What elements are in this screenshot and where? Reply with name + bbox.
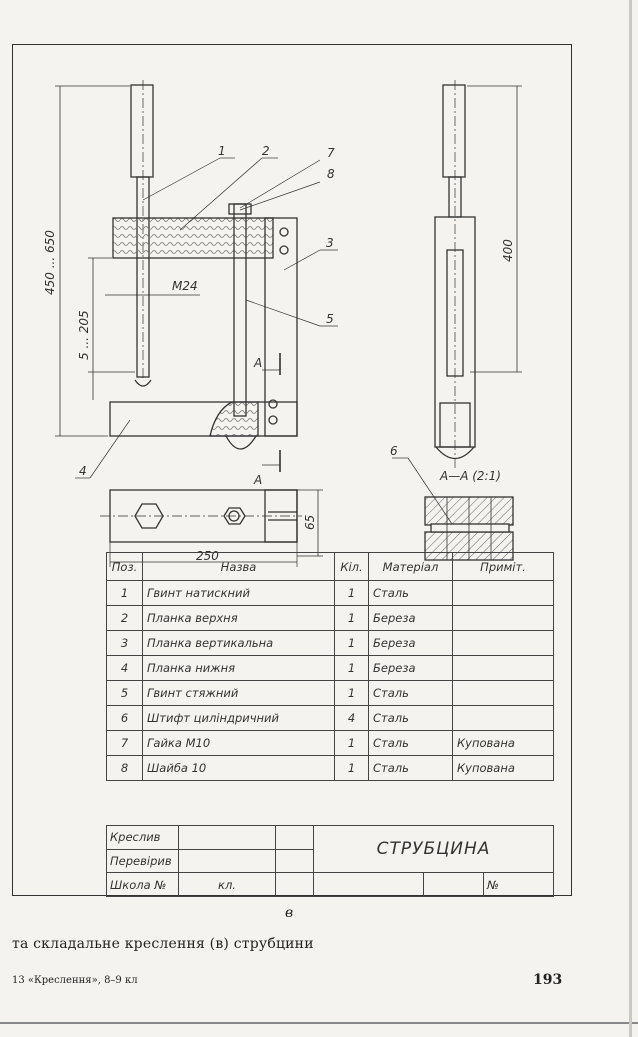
leader-8: 8 <box>327 167 335 181</box>
handle-screw-1 <box>130 84 154 178</box>
page-edge-shadow <box>629 0 632 1037</box>
cell-qty: 1 <box>334 680 369 706</box>
cell-qty: 1 <box>334 630 369 656</box>
cell-material: Береза <box>368 605 453 631</box>
cell-pos: 2 <box>106 605 143 631</box>
footer-signature: 13 «Креслення», 8–9 кл <box>12 975 138 986</box>
col-name: Назва <box>142 552 335 581</box>
cell-pos: 3 <box>106 630 143 656</box>
cell-pos: 8 <box>106 755 143 781</box>
cell-name: Гвинт натискний <box>142 580 335 606</box>
leader-3: 3 <box>326 236 334 250</box>
bom-header: Поз. Назва Кіл. Матеріал Приміт. <box>106 552 554 581</box>
cell-qty: 1 <box>334 605 369 631</box>
section-mark-top: А <box>253 356 262 370</box>
cell-qty: 1 <box>334 580 369 606</box>
cell-note <box>452 655 554 681</box>
cell-note <box>452 605 554 631</box>
title-block: Креслив СТРУБЦИНА Перевірив Школа № кл. … <box>106 824 555 897</box>
cell-material: Сталь <box>368 755 453 781</box>
cell-material: Сталь <box>368 680 453 706</box>
col-pos: Поз. <box>106 552 143 581</box>
section-title: А—А (2:1) <box>439 469 501 483</box>
cell-pos: 1 <box>106 580 143 606</box>
cell-name: Штифт циліндричний <box>142 705 335 731</box>
page-number: 193 <box>533 972 563 988</box>
cell-material: Береза <box>368 630 453 656</box>
drawing-title: СТРУБЦИНА <box>312 824 555 874</box>
cell-name: Шайба 10 <box>142 755 335 781</box>
section-mark-bottom: А <box>253 473 262 487</box>
cell-name: Планка вертикальна <box>142 630 335 656</box>
cell-pos: 7 <box>106 730 143 756</box>
cell-material: Береза <box>368 655 453 681</box>
school-label: Школа № <box>106 872 179 897</box>
cell-qty: 1 <box>334 730 369 756</box>
cell-name: Планка верхня <box>142 605 335 631</box>
cell-pos: 4 <box>106 655 143 681</box>
cell-name: Гвинт стяжний <box>142 680 335 706</box>
cell-note: Купована <box>452 730 554 756</box>
top-plank <box>112 217 274 259</box>
figure-letter: в <box>285 905 294 921</box>
dim-height: 400 <box>501 239 515 262</box>
leader-1: 1 <box>218 144 226 158</box>
assembly-drawing: 1 2 7 8 3 5 4 6 450 ... 650 5 ... 205 M2… <box>43 80 522 567</box>
cell-note <box>452 705 554 731</box>
cell-material: Сталь <box>368 705 453 731</box>
leader-7: 7 <box>327 146 335 160</box>
cell-material: Сталь <box>368 730 453 756</box>
cell-name: Гайка М10 <box>142 730 335 756</box>
col-material: Матеріал <box>368 552 453 581</box>
bottom-plank <box>109 401 298 437</box>
cell-qty: 4 <box>334 705 369 731</box>
cell-pos: 5 <box>106 680 143 706</box>
cell-note <box>452 630 554 656</box>
leader-4: 4 <box>79 464 87 478</box>
drew-label: Креслив <box>106 825 179 850</box>
leader-2: 2 <box>262 144 270 158</box>
side-handle <box>442 84 466 178</box>
cell-note: Купована <box>452 755 554 781</box>
cell-note <box>452 580 554 606</box>
col-note: Приміт. <box>452 552 554 581</box>
leader-6: 6 <box>390 444 398 458</box>
dim-width: 65 <box>303 515 317 530</box>
page-bottom-rule <box>0 1022 638 1024</box>
cell-note <box>452 680 554 706</box>
figure-caption: та складальне креслення (в) струбцини <box>12 936 314 952</box>
dim-overall: 450 ... 650 <box>43 230 57 295</box>
cell-pos: 6 <box>106 705 143 731</box>
cell-qty: 1 <box>334 655 369 681</box>
cell-name: Планка нижня <box>142 655 335 681</box>
dim-thread: M24 <box>172 279 198 293</box>
cell-material: Сталь <box>368 580 453 606</box>
cell-qty: 1 <box>334 755 369 781</box>
checked-label: Перевірив <box>106 848 179 874</box>
form-label: кл. <box>178 872 276 897</box>
number-label: № <box>482 872 555 897</box>
col-qty: Кіл. <box>334 552 369 581</box>
leader-5: 5 <box>326 312 334 326</box>
dim-range: 5 ... 205 <box>77 310 91 360</box>
